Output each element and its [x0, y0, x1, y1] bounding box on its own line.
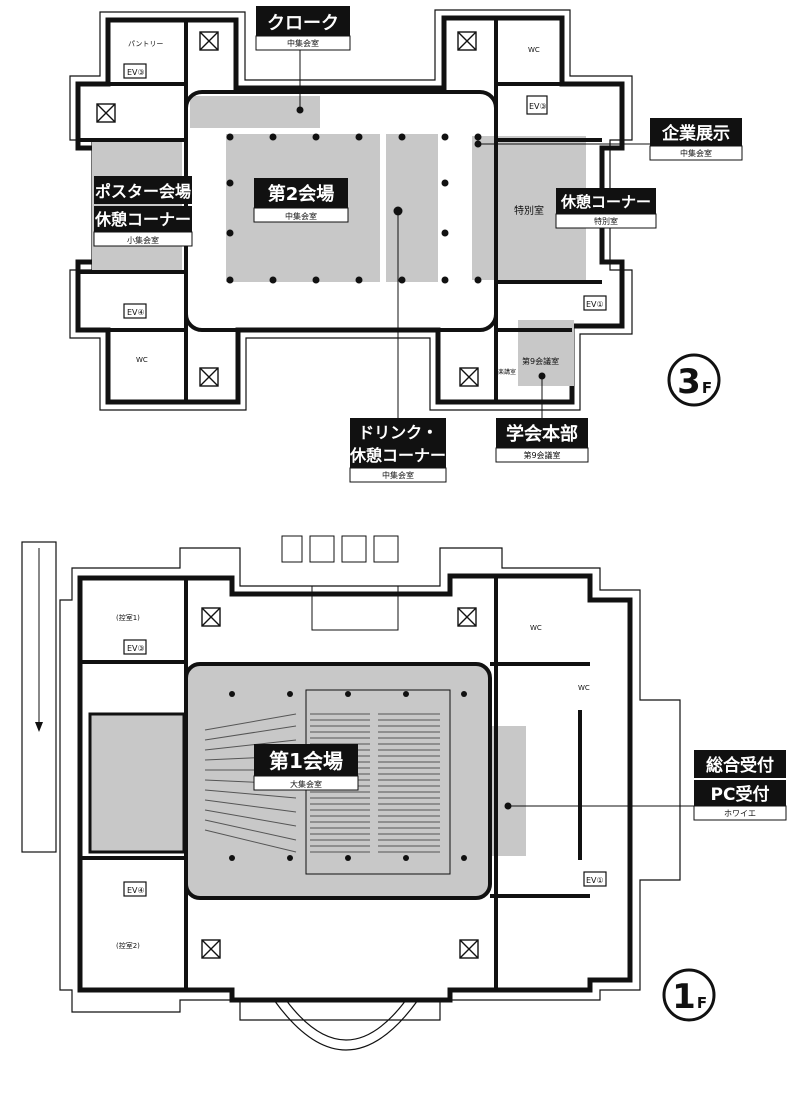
cloak-label: クローク 中集会室: [255, 6, 351, 51]
floor-3f: EV③ EV③ EV④ EV① パントリー WC WC 特別室 第9会議室 楽講…: [69, 6, 743, 483]
hall2-title: 第2会場: [268, 183, 335, 205]
hq-sub: 第9会議室: [523, 450, 560, 460]
cloak-sub: 中集会室: [287, 38, 319, 48]
poster-sub: 小集会室: [127, 235, 159, 245]
floor-3f-badge: 3 F: [667, 353, 721, 407]
floor-1f-outer-outline: [59, 547, 681, 1021]
floor-1f-wing-walls: [80, 576, 590, 990]
drink-label: ドリンク・ 休憩コーナー 中集会室: [349, 418, 447, 483]
floor-1f-badge-number: 1: [672, 977, 696, 1017]
wc-e-1f-label: WC: [578, 684, 590, 692]
room9-label: 第9会議室: [522, 356, 559, 366]
reception-title1: 総合受付: [706, 755, 774, 776]
reception-sub: ホワイエ: [724, 809, 756, 818]
hall1-title: 第1会場: [269, 749, 343, 773]
floor-1f-stairs: [201, 607, 479, 959]
hall2-sub: 中集会室: [285, 211, 317, 221]
hall1-label: 第1会場 大集会室: [253, 744, 359, 791]
hq-title: 学会本部: [506, 423, 578, 445]
floor-3f-elevators: [123, 63, 607, 319]
pantry-label: パントリー: [128, 40, 163, 48]
poster-area: [92, 140, 182, 270]
floor-3f-leaders: [296, 50, 650, 418]
ev4-label: EV④: [127, 308, 145, 317]
exhibit-label: 企業展示 中集会室: [649, 118, 743, 161]
hall1-sub: 大集会室: [290, 779, 322, 789]
poster-label: ポスター会場 休憩コーナー 小集会室: [93, 176, 193, 247]
ev3b-label: EV③: [529, 102, 547, 111]
reception-label: 総合受付 PC受付 ホワイエ: [693, 750, 787, 821]
special-room-label: 特別室: [514, 204, 544, 217]
rest-title: 休憩コーナー: [560, 193, 651, 211]
exhibit-sub: 中集会室: [680, 148, 712, 158]
reception-title2: PC受付: [711, 784, 770, 805]
drink-title1: ドリンク・: [358, 423, 438, 442]
hall1-columns: [229, 691, 467, 861]
floor-3f-badge-number: 3: [677, 362, 701, 402]
ev3-1f-label: EV③: [127, 644, 145, 653]
drink-area: [386, 134, 438, 282]
floor-1f-walls: [77, 573, 633, 1003]
poster-title1: ポスター会場: [95, 182, 191, 201]
north-steps: [281, 535, 399, 631]
poster-title2: 休憩コーナー: [94, 210, 191, 229]
drink-sub: 中集会室: [382, 470, 414, 480]
wc-sw-label: WC: [136, 356, 148, 364]
speaker-room-label: 楽講室: [498, 368, 516, 376]
floor-1f: EV③ EV④ EV① (控室1) (控室2) WC WC 第1会場 大集会室 …: [21, 535, 787, 1051]
floor-1f-badge: 1 F: [662, 968, 716, 1022]
floor-3f-badge-suffix: F: [702, 379, 712, 397]
reception-leader: [504, 802, 694, 810]
hq-label: 学会本部 第9会議室: [495, 418, 589, 463]
rest-label: 休憩コーナー 特別室: [555, 188, 657, 229]
wc-ne-label: WC: [528, 46, 540, 54]
rest-sub: 特別室: [594, 216, 618, 226]
west-hall-area: [88, 712, 186, 854]
exhibit-title: 企業展示: [661, 123, 730, 144]
hall2-label: 第2会場 中集会室: [253, 178, 349, 223]
floor-1f-elevators: [123, 639, 607, 897]
ev4-1f-label: EV④: [127, 886, 145, 895]
cloak-title: クローク: [267, 13, 339, 34]
west-corridor: [21, 541, 57, 853]
ev3-label: EV③: [127, 68, 145, 77]
drink-title2: 休憩コーナー: [349, 446, 446, 465]
wait1-label: (控室1): [116, 613, 140, 622]
south-entrance-steps: [285, 999, 407, 1041]
wc-ne-1f-label: WC: [530, 624, 542, 632]
hall2-columns: [226, 133, 482, 284]
floor-3f-stairs: [96, 31, 479, 387]
floor-1f-badge-suffix: F: [697, 994, 707, 1012]
ev1-label: EV①: [586, 300, 604, 309]
wait2-label: (控室2): [116, 941, 140, 950]
ev1-1f-label: EV①: [586, 876, 604, 885]
